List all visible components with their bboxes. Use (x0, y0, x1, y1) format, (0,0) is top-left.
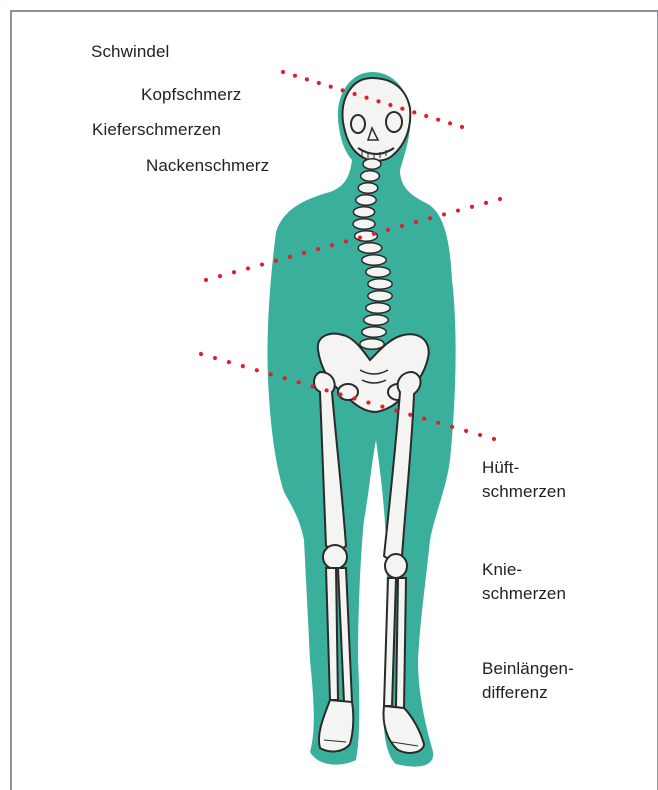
vertebra (361, 171, 380, 181)
dot (269, 372, 273, 376)
label-hueftschmerzen: Hüft- schmerzen (482, 456, 566, 504)
vertebra (366, 303, 390, 313)
skull (343, 78, 411, 161)
label-line: schmerzen (482, 582, 566, 606)
dot (199, 352, 203, 356)
dot (338, 392, 342, 396)
vertebra (358, 183, 378, 193)
dot (330, 243, 334, 247)
dot (442, 212, 446, 216)
dot (246, 266, 250, 270)
label-beinlaengendifferenz: Beinlängen- differenz (482, 657, 574, 705)
label-kieferschmerzen: Kieferschmerzen (92, 118, 221, 142)
label-nackenschmerz: Nackenschmerz (146, 154, 269, 178)
dot (358, 235, 362, 239)
dot (297, 380, 301, 384)
dot (353, 92, 357, 96)
dot (293, 74, 297, 78)
dot (329, 85, 333, 89)
label-line: Knie- (482, 558, 566, 582)
dot (311, 384, 315, 388)
dot (213, 356, 217, 360)
vertebra (363, 159, 381, 169)
dot (388, 103, 392, 107)
dot (428, 216, 432, 220)
dot (436, 118, 440, 122)
vertebra (353, 207, 374, 217)
dot (316, 247, 320, 251)
label-line: schmerzen (482, 480, 566, 504)
vertebra (364, 315, 388, 325)
dot (498, 197, 502, 201)
dot (204, 278, 208, 282)
vertebra (356, 195, 376, 205)
dot (380, 405, 384, 409)
dot (241, 364, 245, 368)
dot (288, 255, 292, 259)
dot (424, 114, 428, 118)
dot (344, 239, 348, 243)
vertebra (368, 279, 392, 289)
dot (464, 429, 468, 433)
dot (352, 396, 356, 400)
dot (422, 417, 426, 421)
dot (218, 274, 222, 278)
label-line: Hüft- (482, 456, 566, 480)
dot (394, 409, 398, 413)
left-knee (323, 545, 347, 569)
dot (386, 228, 390, 232)
dot (317, 81, 321, 85)
dot (412, 110, 416, 114)
dot (436, 421, 440, 425)
dot (450, 425, 454, 429)
dot (448, 121, 452, 125)
dot (376, 99, 380, 103)
dot (460, 125, 464, 129)
vertebra (358, 243, 382, 253)
vertebra (362, 255, 386, 265)
dot (364, 96, 368, 100)
dot (492, 437, 496, 441)
dot (227, 360, 231, 364)
vertebra (368, 291, 392, 301)
dot (484, 201, 488, 205)
dot (400, 224, 404, 228)
dot (456, 208, 460, 212)
dot (400, 107, 404, 111)
dot (414, 220, 418, 224)
dot (260, 262, 264, 266)
dot (478, 433, 482, 437)
label-line: Beinlängen- (482, 657, 574, 681)
vertebra (366, 267, 390, 277)
label-kopfschmerz: Kopfschmerz (141, 83, 241, 107)
dot (324, 388, 328, 392)
dot (408, 413, 412, 417)
dot (372, 232, 376, 236)
dot (274, 259, 278, 263)
dot (281, 70, 285, 74)
dot (341, 88, 345, 92)
dot (366, 400, 370, 404)
dot (302, 251, 306, 255)
vertebra (353, 219, 375, 229)
label-line: differenz (482, 681, 574, 705)
dot (470, 205, 474, 209)
right-knee (385, 554, 407, 578)
dot (255, 368, 259, 372)
label-knieschmerzen: Knie- schmerzen (482, 558, 566, 606)
dot (283, 376, 287, 380)
vertebra (360, 339, 384, 349)
dot (232, 270, 236, 274)
label-schwindel: Schwindel (91, 40, 169, 64)
vertebra (362, 327, 386, 337)
dot (305, 77, 309, 81)
